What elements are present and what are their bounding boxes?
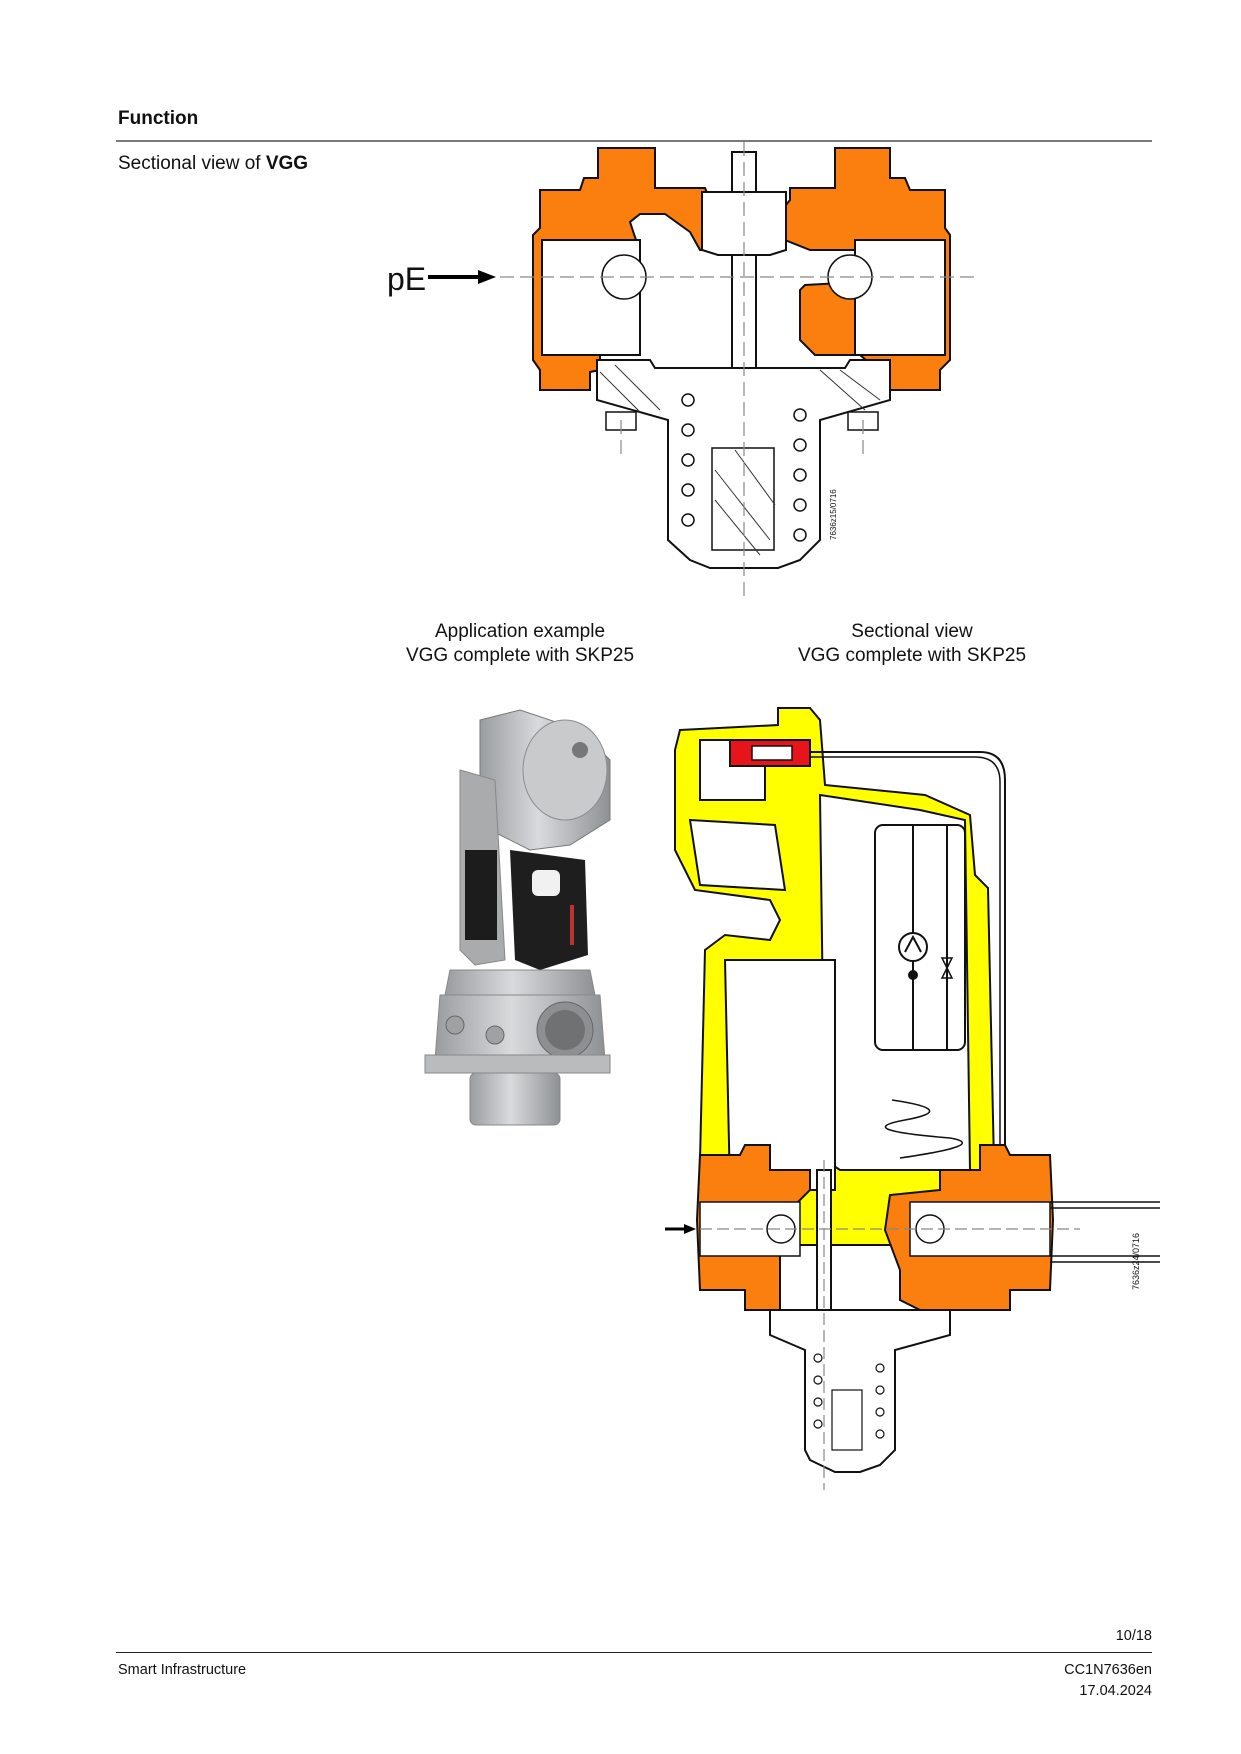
footer-doc-id: CC1N7636en: [1064, 1662, 1152, 1678]
caption-application-example: Application example VGG complete with SK…: [380, 620, 660, 668]
heading-rule: [116, 140, 1152, 142]
vgg-skp25-sectional-drawing: pE 7636z24/0716: [665, 707, 1160, 1490]
figure-subtitle: Sectional view of VGG: [118, 153, 308, 175]
footer-rule: [116, 1652, 1152, 1653]
caption-right-line2: VGG complete with SKP25: [797, 645, 1027, 666]
drawing-id: 7636z24/0716: [1131, 1233, 1141, 1290]
pressure-label: pE: [387, 261, 426, 297]
footer-date: 17.04.2024: [1079, 1683, 1152, 1699]
subtitle-prefix: Sectional view of: [118, 153, 266, 174]
caption-right-line1: Sectional view: [851, 621, 973, 642]
drawing-id: 7636z15/0716: [829, 489, 838, 540]
vgg-sectional-drawing: pE 7636z15/0716: [387, 142, 975, 600]
section-heading: Function: [118, 108, 199, 129]
page-number: 10/18: [1115, 1628, 1152, 1644]
caption-left-line1: Application example: [434, 621, 606, 642]
caption-sectional-view: Sectional view VGG complete with SKP25: [772, 620, 1052, 668]
subtitle-bold: VGG: [265, 153, 309, 174]
inlet-arrow-icon: [428, 270, 496, 284]
footer-company: Smart Infrastructure: [118, 1662, 247, 1678]
caption-left-line2: VGG complete with SKP25: [405, 645, 635, 666]
inlet-arrow-icon: [665, 1224, 696, 1234]
product-photo-vgg-skp25: [424, 709, 611, 1126]
